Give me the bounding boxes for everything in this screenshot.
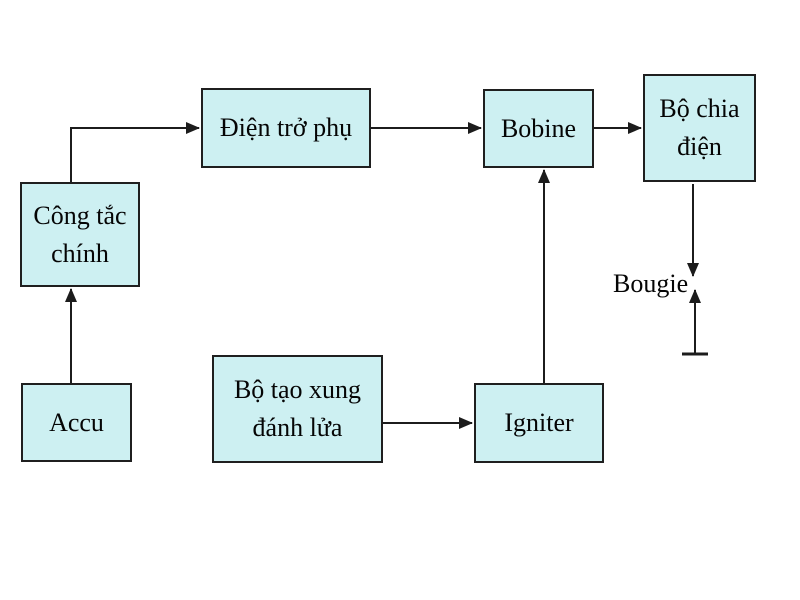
- edge-congtac-to-dientrophu: [70, 122, 200, 182]
- node-cong-tac-chinh: Công tắc chính: [20, 182, 140, 287]
- node-bo-tao-xung: Bộ tạo xung đánh lửa: [212, 355, 383, 463]
- label-bougie: Bougie: [613, 269, 689, 298]
- node-accu: Accu: [21, 383, 132, 462]
- node-bobine: Bobine: [483, 89, 594, 168]
- node-bo-chia-dien: Bộ chia điện: [643, 74, 756, 182]
- spark-gap-symbol: [682, 289, 708, 356]
- node-dien-tro-phu: Điện trở phụ: [201, 88, 371, 168]
- node-igniter: Igniter: [474, 383, 604, 463]
